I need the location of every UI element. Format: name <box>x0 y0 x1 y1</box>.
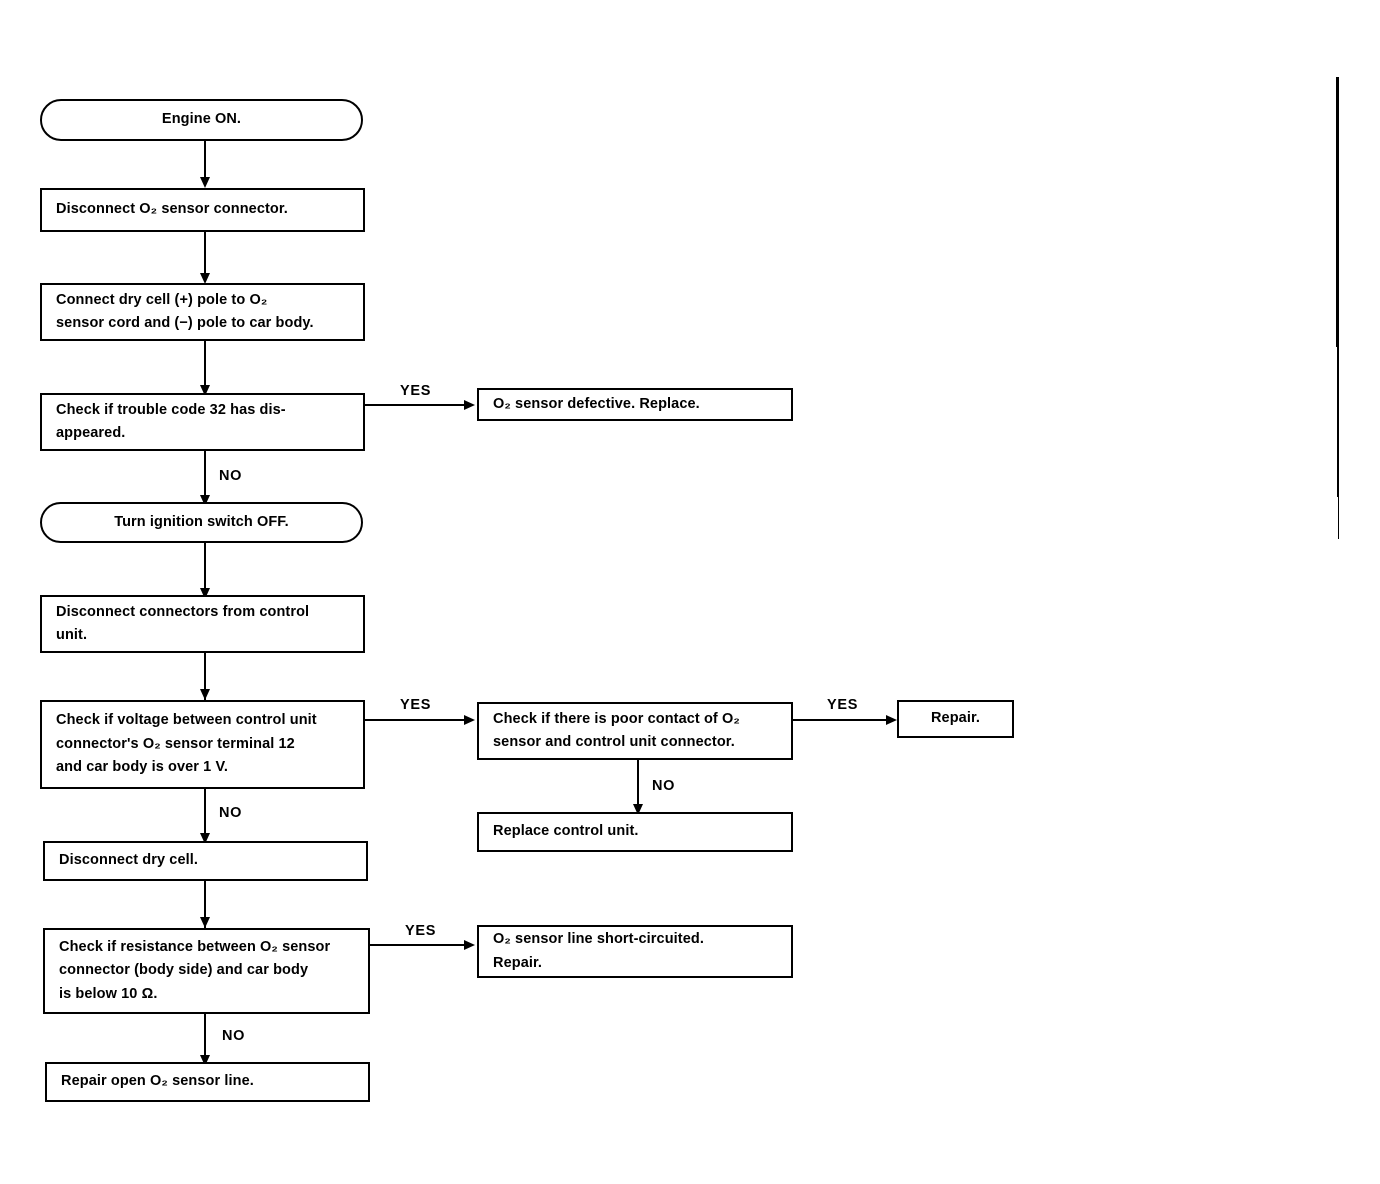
arrowhead-voltage-no <box>199 833 210 844</box>
branch-label-voltage-yes: YES <box>400 697 432 713</box>
node-disconnect-dry-cell[interactable]: Disconnect dry cell. <box>43 841 368 881</box>
node-disconnect-o2-connector-label: Disconnect O₂ sensor connector. <box>56 201 288 218</box>
node-check-trouble-code-32-label: Check if trouble code 32 has dis- appear… <box>56 401 286 441</box>
connector-voltage-yes <box>365 719 465 721</box>
connector-code32-no <box>204 451 206 499</box>
arrowhead-code32-no <box>199 495 210 506</box>
node-connect-dry-cell[interactable]: Connect dry cell (+) pole to O₂ sensor c… <box>40 283 365 341</box>
node-o2-sensor-defective[interactable]: O₂ sensor defective. Replace. <box>477 388 793 421</box>
branch-label-resistance-yes: YES <box>405 923 437 939</box>
connector-contact-yes <box>793 719 888 721</box>
node-connect-dry-cell-label: Connect dry cell (+) pole to O₂ sensor c… <box>56 291 314 331</box>
connector-contact-no <box>637 760 639 808</box>
arrowhead-dry-cell-to-check-code <box>199 385 210 396</box>
page-edge-mark-thick <box>1336 77 1339 187</box>
arrowhead-start-to-disconnect-o2 <box>199 177 210 188</box>
node-disconnect-o2-connector[interactable]: Disconnect O₂ sensor connector. <box>40 188 365 232</box>
node-check-voltage-label: Check if voltage between control unit co… <box>56 712 317 776</box>
branch-label-voltage-no: NO <box>219 805 243 821</box>
arrowhead-resistance-yes <box>464 939 475 950</box>
connector-disconnect-o2-to-dry-cell <box>204 232 206 276</box>
connector-dry-cell-to-check-code <box>204 341 206 388</box>
page-edge-mark-thin <box>1337 347 1339 497</box>
node-replace-control-unit-label: Replace control unit. <box>493 823 639 840</box>
arrowhead-disconnect-ctrl-to-check-voltage <box>199 689 210 700</box>
branch-label-contact-yes: YES <box>827 697 859 713</box>
node-disconnect-control-unit[interactable]: Disconnect connectors from control unit. <box>40 595 365 653</box>
node-disconnect-control-unit-label: Disconnect connectors from control unit. <box>56 603 310 643</box>
connector-start-to-disconnect-o2 <box>204 141 206 180</box>
node-check-voltage[interactable]: Check if voltage between control unit co… <box>40 700 365 789</box>
node-replace-control-unit[interactable]: Replace control unit. <box>477 812 793 852</box>
node-repair-open-o2-line[interactable]: Repair open O₂ sensor line. <box>45 1062 370 1102</box>
arrowhead-disconnect-o2-to-dry-cell <box>199 273 210 284</box>
arrowhead-contact-no <box>632 804 643 815</box>
arrowhead-ignition-to-disconnect-ctrl <box>199 588 210 599</box>
node-check-poor-contact[interactable]: Check if there is poor contact of O₂ sen… <box>477 702 793 760</box>
page-edge-mark-tail <box>1338 497 1339 539</box>
connector-resistance-yes <box>370 944 465 946</box>
node-repair-label: Repair. <box>930 710 981 727</box>
connector-code32-yes <box>365 404 465 406</box>
branch-label-resistance-no: NO <box>222 1028 246 1044</box>
node-check-poor-contact-label: Check if there is poor contact of O₂ sen… <box>493 710 740 750</box>
node-turn-ignition-off[interactable]: Turn ignition switch OFF. <box>40 502 363 543</box>
arrowhead-voltage-yes <box>464 714 475 725</box>
node-turn-ignition-off-label: Turn ignition switch OFF. <box>114 513 289 530</box>
node-engine-on-label: Engine ON. <box>161 111 242 128</box>
node-check-trouble-code-32[interactable]: Check if trouble code 32 has dis- appear… <box>40 393 365 451</box>
connector-voltage-no <box>204 789 206 837</box>
node-repair-open-o2-line-label: Repair open O₂ sensor line. <box>61 1073 254 1090</box>
connector-ignition-to-disconnect-ctrl <box>204 543 206 591</box>
node-o2-sensor-defective-label: O₂ sensor defective. Replace. <box>493 395 700 412</box>
page-edge-mark-mid <box>1336 187 1339 347</box>
node-repair[interactable]: Repair. <box>897 700 1014 738</box>
connector-dry-cell-to-check-resistance <box>204 881 206 928</box>
node-check-resistance-label: Check if resistance between O₂ sensor co… <box>59 938 331 1002</box>
branch-label-contact-no: NO <box>652 778 676 794</box>
arrowhead-code32-yes <box>464 399 475 410</box>
node-disconnect-dry-cell-label: Disconnect dry cell. <box>59 852 198 869</box>
connector-disconnect-ctrl-to-check-voltage <box>204 653 206 700</box>
branch-label-code32-no: NO <box>219 468 243 484</box>
arrowhead-dry-cell-to-check-resistance <box>199 917 210 928</box>
node-o2-line-short-circuited-label: O₂ sensor line short-circuited. Repair. <box>493 931 704 971</box>
node-check-resistance[interactable]: Check if resistance between O₂ sensor co… <box>43 928 370 1014</box>
arrowhead-resistance-no <box>199 1055 210 1066</box>
connector-resistance-no <box>204 1014 206 1061</box>
branch-label-code32-yes: YES <box>400 383 432 399</box>
arrowhead-contact-yes <box>886 714 897 725</box>
node-engine-on[interactable]: Engine ON. <box>40 99 363 141</box>
node-o2-line-short-circuited[interactable]: O₂ sensor line short-circuited. Repair. <box>477 925 793 978</box>
